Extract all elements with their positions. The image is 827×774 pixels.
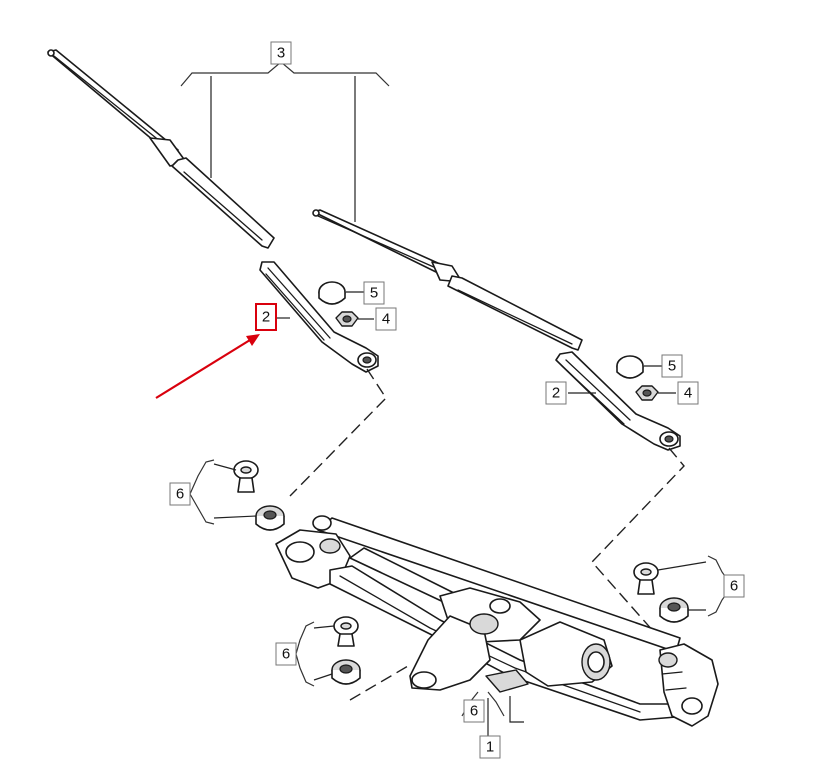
callout-5-right: 5	[661, 354, 683, 378]
callout-6-left-lower: 6	[275, 642, 297, 666]
right-nut	[635, 385, 659, 401]
right-wiper-blade	[312, 209, 583, 351]
svg-text:4: 4	[684, 385, 692, 402]
left-upper-grommet	[255, 505, 285, 531]
highlight-arrow	[155, 334, 260, 399]
callout-4-right: 4	[677, 381, 699, 405]
wiper-linkage-frame	[275, 515, 719, 727]
bracket-6c	[295, 621, 335, 687]
svg-text:6: 6	[470, 703, 478, 720]
callout-6-bottom: 6	[463, 699, 485, 723]
callout-6-right: 6	[723, 574, 745, 598]
left-cap	[318, 281, 346, 305]
left-wiper-blade	[47, 49, 275, 249]
alignment-lines	[289, 368, 685, 701]
callout-3: 3	[270, 41, 292, 65]
svg-text:1: 1	[486, 739, 494, 756]
callout-5-left: 5	[363, 281, 385, 305]
right-grommet	[659, 597, 689, 623]
left-lower-bolt	[333, 616, 359, 647]
left-wiper-arm	[259, 261, 379, 373]
right-cap	[616, 355, 644, 379]
callout-4-left: 4	[375, 307, 397, 331]
callout-1: 1	[479, 735, 501, 759]
left-lower-grommet	[331, 659, 361, 685]
svg-text:2: 2	[552, 385, 560, 402]
left-upper-bolt	[233, 460, 259, 493]
svg-text:6: 6	[730, 578, 738, 595]
callout-2-right: 2	[545, 381, 567, 405]
svg-text:6: 6	[282, 646, 290, 663]
svg-text:3: 3	[277, 45, 285, 62]
callout-2-left-highlighted: 2	[255, 303, 277, 331]
callout-6-left-upper: 6	[169, 482, 191, 506]
svg-text:2: 2	[262, 309, 270, 326]
svg-text:6: 6	[176, 486, 184, 503]
right-wiper-arm	[555, 351, 681, 451]
right-bolt	[633, 562, 659, 595]
svg-text:4: 4	[382, 311, 390, 328]
left-nut	[335, 311, 359, 327]
svg-text:5: 5	[370, 285, 378, 302]
svg-text:5: 5	[668, 358, 676, 375]
leader-lines	[276, 291, 676, 736]
